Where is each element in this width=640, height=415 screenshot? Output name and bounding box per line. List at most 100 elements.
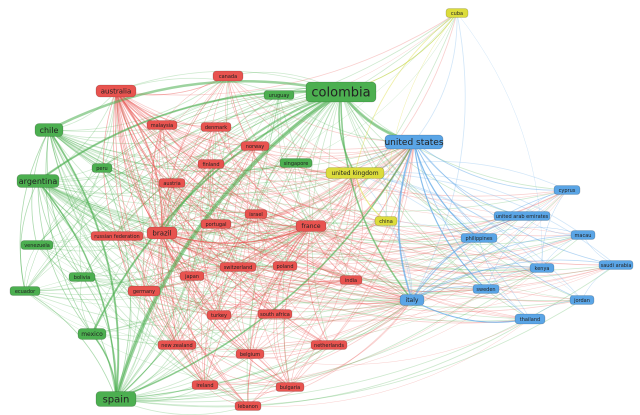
node-philippines[interactable]: philippines — [460, 233, 498, 243]
link-singapore-italy — [295, 162, 413, 301]
link-lebanon-italy — [247, 299, 413, 407]
link-austria-bulgaria — [171, 182, 291, 388]
link-cyprus-sweden — [485, 189, 568, 290]
node-venezuela[interactable]: venezuela — [20, 240, 54, 250]
node-israel[interactable]: israel — [244, 209, 268, 219]
link-australia-brazil — [115, 90, 163, 234]
node-portugal[interactable]: portugal — [200, 219, 232, 229]
node-ecuador[interactable]: ecuador — [9, 286, 41, 296]
node-united-states[interactable]: united states — [384, 134, 444, 150]
link-brazil-ireland — [161, 232, 206, 386]
link-chile-china — [48, 129, 387, 224]
link-argentina-bulgaria — [37, 180, 291, 388]
node-argentina[interactable]: argentina — [16, 174, 60, 188]
link-spain-ecuador — [24, 290, 117, 400]
node-south-africa[interactable]: south africa — [257, 309, 293, 319]
link-germany-saudi-arabia — [143, 264, 617, 322]
node-denmark[interactable]: denmark — [200, 122, 232, 132]
link-australia-france — [115, 90, 312, 227]
node-label: new zealand — [161, 343, 192, 349]
link-malaysia-brazil — [151, 124, 163, 234]
link-colombia-switzerland — [237, 91, 342, 268]
link-australia-japan — [115, 90, 193, 277]
node-belgium[interactable]: belgium — [235, 349, 265, 359]
node-united-arab-emirates[interactable]: united arab emirates — [493, 211, 551, 221]
link-uruguay-mexico — [91, 94, 280, 335]
node-united-kingdom[interactable]: united kingdom — [325, 167, 385, 179]
link-colombia-jordan — [340, 91, 583, 301]
node-uruguay[interactable]: uruguay — [263, 90, 295, 100]
node-russian-federation[interactable]: russian federation — [90, 231, 144, 241]
link-india-philippines — [350, 237, 480, 281]
node-spain[interactable]: spain — [95, 391, 137, 407]
link-canada-israel — [225, 75, 257, 215]
link-cuba-china — [385, 12, 458, 222]
node-china[interactable]: china — [374, 216, 398, 226]
node-bolivia[interactable]: bolivia — [68, 272, 96, 282]
link-united-states-kenya — [413, 141, 543, 269]
node-mexico[interactable]: mexico — [77, 328, 107, 340]
node-box — [197, 159, 225, 169]
link-peru-france — [101, 167, 312, 228]
node-saudi-arabia[interactable]: saudi arabia — [598, 260, 634, 270]
node-poland[interactable]: poland — [272, 261, 298, 271]
link-uruguay-new-zealand — [176, 94, 280, 346]
node-ireland[interactable]: ireland — [191, 380, 219, 390]
node-chile[interactable]: chile — [34, 123, 64, 137]
link-colombia-sweden — [340, 91, 487, 290]
link-colombia-lebanon — [246, 91, 342, 407]
node-malaysia[interactable]: malaysia — [146, 120, 178, 130]
link-australia-netherlands — [115, 90, 330, 346]
node-sweden[interactable]: sweden — [472, 284, 500, 294]
node-thailand[interactable]: thailand — [514, 313, 546, 325]
node-india[interactable]: india — [339, 275, 363, 285]
link-malaysia-japan — [159, 124, 193, 277]
link-argentina-italy — [37, 180, 413, 301]
node-box — [472, 284, 500, 294]
node-canada[interactable]: canada — [212, 70, 244, 82]
node-turkey[interactable]: turkey — [206, 310, 232, 320]
link-japan-united-kingdom — [191, 172, 356, 277]
node-kenya[interactable]: kenya — [529, 263, 555, 273]
link-spain-cyprus — [115, 189, 568, 400]
node-singapore[interactable]: singapore — [279, 158, 313, 168]
node-jordan[interactable]: jordan — [569, 295, 595, 305]
link-spain-south-africa — [115, 313, 276, 400]
node-france[interactable]: france — [295, 220, 327, 232]
node-italy[interactable]: italy — [399, 294, 425, 306]
link-spain-india — [115, 279, 352, 400]
node-switzerland[interactable]: switzerland — [219, 262, 257, 272]
link-argentina-united-states — [37, 141, 415, 199]
node-austria[interactable]: austria — [158, 178, 186, 188]
node-netherlands[interactable]: netherlands — [310, 340, 348, 350]
link-bolivia-italy — [81, 276, 413, 320]
node-japan[interactable]: japan — [179, 271, 205, 281]
node-macau[interactable]: macau — [570, 230, 596, 240]
node-cuba[interactable]: cuba — [445, 8, 469, 18]
node-bulgaria[interactable]: bulgaria — [275, 382, 305, 392]
node-box — [257, 309, 293, 319]
link-germany-united-kingdom — [143, 172, 356, 292]
node-box — [384, 134, 444, 150]
link-peru-italy — [101, 167, 413, 301]
node-finland[interactable]: finland — [197, 159, 225, 169]
node-label: united arab emirates — [496, 214, 549, 220]
node-label: jordan — [573, 298, 590, 304]
link-chile-bolivia — [46, 129, 83, 278]
link-ireland-kenya — [204, 267, 543, 386]
node-peru[interactable]: peru — [91, 163, 113, 173]
node-germany[interactable]: germany — [127, 285, 161, 297]
node-new-zealand[interactable]: new zealand — [157, 340, 197, 350]
link-peru-japan — [101, 167, 193, 277]
node-lebanon[interactable]: lebanon — [234, 401, 262, 411]
link-ecuador-italy — [24, 290, 413, 331]
node-brazil[interactable]: brazil — [146, 226, 178, 240]
link-brazil-macau — [161, 232, 584, 273]
node-norway[interactable]: norway — [240, 141, 270, 151]
link-colombia-united-arab-emirates — [340, 91, 523, 217]
link-uruguay-russian-federation — [116, 94, 280, 237]
node-colombia[interactable]: colombia — [305, 81, 377, 103]
node-cyprus[interactable]: cyprus — [553, 185, 581, 195]
node-label: brazil — [152, 230, 171, 238]
node-australia[interactable]: australia — [95, 84, 137, 98]
